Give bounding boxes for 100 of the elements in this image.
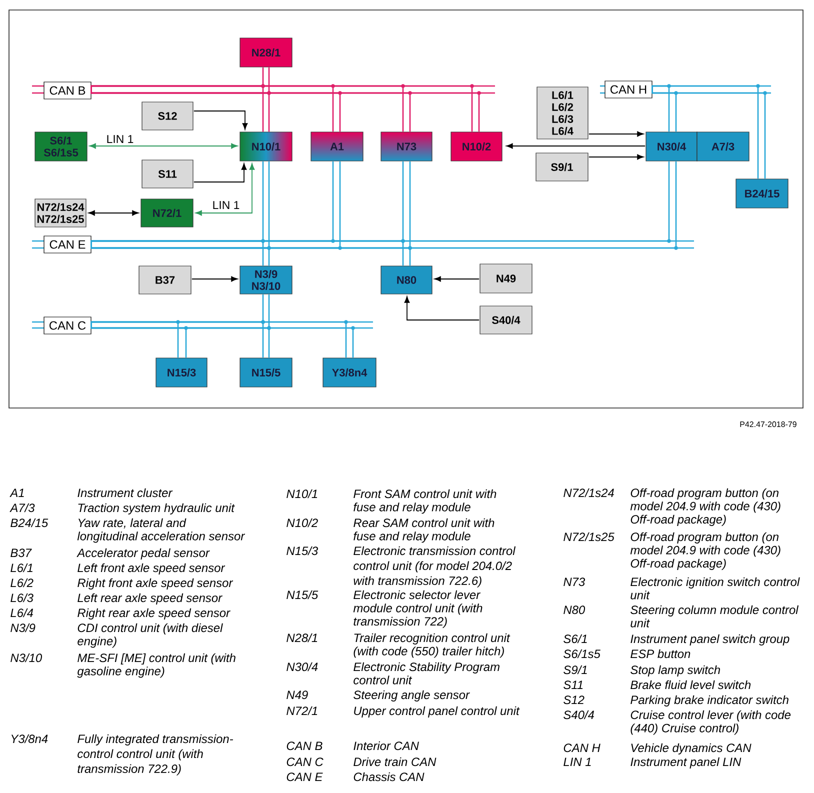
key-code: L6/4: [10, 608, 34, 618]
bus-connection: [90, 239, 412, 266]
double-arrow: [88, 210, 139, 216]
key-description: Right rear axle speed sensor: [78, 608, 230, 620]
component-box: B37: [138, 266, 192, 294]
key-description: Traction system hydraulic unit: [78, 503, 235, 514]
key-code: B24/15: [10, 518, 48, 528]
key-description: Fully integrated transmission-control control unit (with transmission 722.9): [78, 734, 234, 776]
key-code: CAN H: [564, 744, 600, 752]
key-code: L6/1: [10, 563, 32, 572]
key-description: Steering column module control unit: [630, 605, 799, 628]
key-code: CAN C: [286, 758, 324, 766]
key-code: L6/2: [10, 578, 34, 588]
key-code: LIN 1: [564, 758, 591, 766]
component-box: N72/1s24 N72/1s25: [34, 198, 86, 228]
component-box: N73: [380, 132, 432, 162]
key-description: Interior CAN: [354, 741, 419, 750]
component-box: N72/1: [140, 198, 194, 228]
key-code: CAN B: [286, 742, 322, 750]
key-code: N10/1: [286, 489, 318, 498]
component-box: N80: [380, 266, 432, 294]
component-box: N3/9 N3/10: [240, 266, 292, 294]
bus-label: CAN C: [44, 316, 92, 334]
key-description: Instrument panel LIN: [630, 757, 742, 768]
component-box: N10/2: [450, 132, 502, 162]
key-code: N28/1: [286, 633, 318, 642]
key-description: Right front axle speed sensor: [78, 578, 234, 590]
key-description: Cruise control lever (with code (440) Cruise control): [630, 710, 791, 735]
key-code: S11: [564, 680, 583, 690]
bus-label: CAN H: [604, 80, 652, 98]
component-box: N49: [480, 264, 532, 294]
key-code: B37: [10, 548, 32, 558]
key-code: N3/10: [10, 653, 42, 662]
key-description: Parking brake indicator switch: [630, 695, 788, 706]
bus-connection: [90, 320, 355, 358]
arrow: [588, 131, 644, 137]
key-code: N49: [286, 690, 308, 700]
component-box: B24/15: [736, 178, 788, 208]
key-description: Electronic ignition switch control unit: [630, 577, 800, 600]
key-description: Upper control panel control unit: [354, 706, 520, 718]
key-code: N73: [564, 578, 586, 586]
key-description: Yaw rate, lateral and longitudinal acceleration sensor: [77, 518, 246, 543]
bus-label: CAN E: [44, 236, 92, 254]
key-description: Accelerator pedal sensor: [76, 548, 210, 560]
key-code: S40/4: [564, 710, 594, 720]
key-description: Instrument cluster: [78, 488, 173, 498]
key-code: Y3/8n4: [11, 734, 48, 744]
key-description: Electronic Stability Program control unit: [354, 662, 500, 684]
component-box: A1: [310, 132, 364, 162]
component-box: N15/3: [156, 358, 208, 388]
key-description: Drive train CAN: [354, 757, 436, 766]
key-code: L6/3: [10, 593, 34, 602]
key-description: Left rear axle speed sensor: [78, 593, 222, 604]
key-description: Left front axle speed sensor: [78, 563, 226, 574]
arrow: [434, 276, 480, 282]
edge-label: LIN 1: [105, 134, 135, 144]
component-box: S6/1 S6/1s5: [34, 132, 88, 162]
key-description: Electronic selector lever module control unit (with transmission 722): [353, 590, 482, 628]
key-code: N72/1s25: [564, 532, 614, 542]
key-code: N15/5: [286, 590, 318, 600]
key-description: Off-road program button (on model 204.9 with code (430) Off-road package): [630, 488, 780, 526]
arrow: [404, 296, 480, 320]
double-arrow: [89, 143, 238, 149]
edge-label: LIN 1: [211, 200, 241, 210]
key-description: CDI control unit (with diesel engine): [78, 623, 223, 648]
key-description: Brake fluid level switch: [630, 680, 751, 690]
bus-label: CAN B: [44, 82, 92, 100]
key-code: N15/3: [286, 546, 318, 556]
bus-connection: [652, 84, 767, 180]
key-description: ME-SFI [ME] control unit (with gasoline engine): [77, 653, 236, 678]
key-description: Vehicle dynamics CAN: [631, 743, 752, 754]
key-code: N72/1: [286, 706, 318, 716]
key-description: Steering angle sensor: [354, 690, 470, 702]
key-description: Trailer recognition control unit (with code (550) trailer hitch): [354, 633, 510, 658]
arrow: [193, 110, 248, 130]
key-code: S6/1s5: [564, 649, 600, 658]
key-description: Electronic transmission control control unit (for model 204.0/2 with transmission 722.6): [354, 546, 516, 588]
component-box: N15/5: [240, 358, 292, 388]
key-code: A1: [10, 488, 24, 497]
component-box: S12: [142, 102, 194, 130]
component-box: S40/4: [480, 306, 532, 334]
key-code: N30/4: [286, 662, 318, 672]
component-box: L6/1 L6/2 L6/3 L6/4: [536, 86, 588, 140]
component-box: A7/3: [696, 132, 750, 162]
double-arrow: [195, 163, 255, 216]
key-code: S9/1: [564, 665, 587, 674]
key-code: N3/9: [10, 623, 36, 632]
key-description: Off-road program button (on model 204.9 with code (430) Off-road package): [630, 532, 780, 570]
bus-connection: [90, 84, 481, 132]
key-description: Rear SAM control unit with fuse and relay module: [354, 518, 494, 543]
key-code: A7/3: [10, 503, 35, 512]
component-box: Y3/8n4: [322, 358, 376, 388]
key-code: N10/2: [286, 518, 318, 528]
component-box: N28/1: [240, 38, 292, 68]
component-box: S9/1: [536, 152, 588, 182]
key-description: Chassis CAN: [354, 772, 424, 782]
component-box: N30/4: [646, 132, 698, 162]
key-code: N80: [564, 606, 586, 614]
key-description: Front SAM control unit with fuse and relay module: [354, 489, 496, 514]
key-description: ESP button: [630, 649, 690, 658]
